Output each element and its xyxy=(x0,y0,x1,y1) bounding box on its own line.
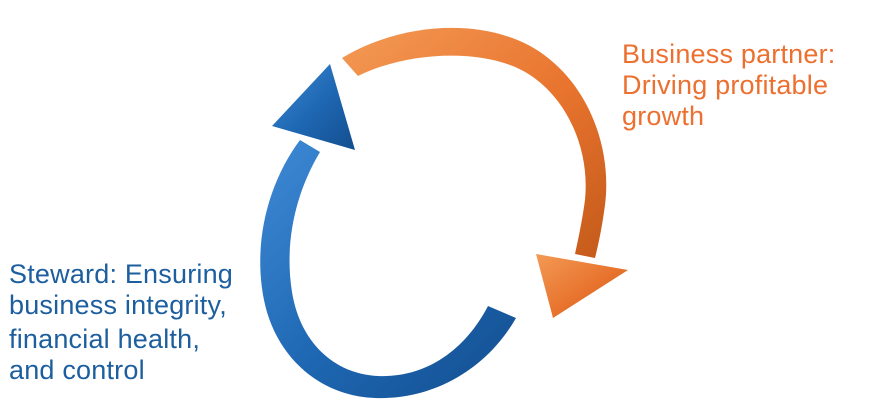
business-partner-arrow-head xyxy=(536,254,628,318)
business-partner-arrow xyxy=(342,27,628,318)
steward-label-line-3: financial health, xyxy=(9,324,201,354)
steward-label-line-1: Steward: Ensuring xyxy=(9,259,234,289)
steward-arrow-head xyxy=(272,64,355,150)
business-partner-label: Business partner: Driving profitable gro… xyxy=(622,39,836,132)
steward-label-line-4: and control xyxy=(9,355,145,385)
steward-arrow xyxy=(260,64,516,399)
business-partner-arrow-body xyxy=(342,27,607,258)
business-partner-label-line-2: Driving profitable xyxy=(622,70,829,100)
business-partner-label-line-3: growth xyxy=(622,101,705,131)
steward-label-line-2: business integrity, xyxy=(9,290,227,320)
business-partner-label-line-1: Business partner: xyxy=(622,39,836,69)
steward-label: Steward: Ensuring business integrity, fi… xyxy=(9,259,233,386)
steward-arrow-body xyxy=(260,140,516,399)
